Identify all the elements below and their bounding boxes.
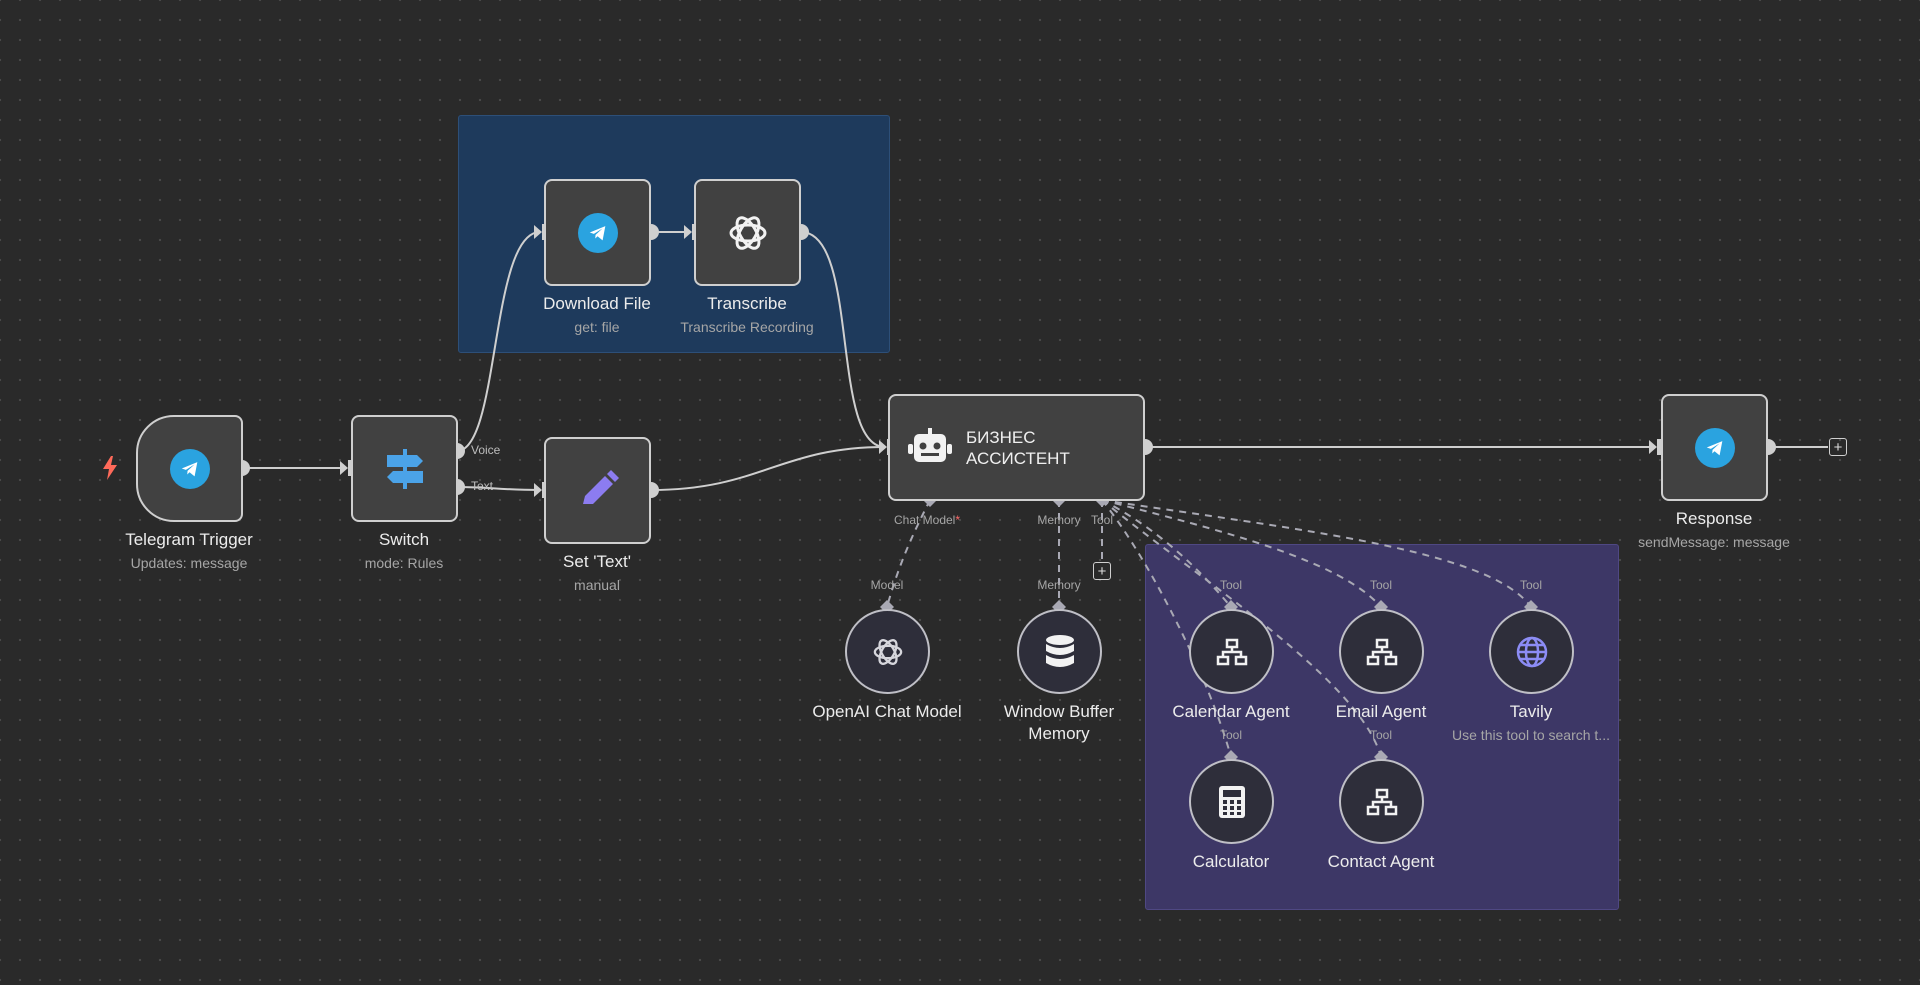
- node-title: Download File: [543, 294, 651, 313]
- wire-transcribe-agent: [800, 231, 886, 448]
- agent-port-memory: Memory: [1037, 513, 1081, 527]
- calculator-node[interactable]: [1189, 759, 1274, 844]
- node-subtitle: Use this tool to search t...: [1452, 727, 1610, 743]
- node-title: Calendar Agent: [1172, 702, 1290, 721]
- database-icon: [1045, 634, 1074, 667]
- node-subtitle: manual: [574, 577, 620, 593]
- port-label-tool: Tool: [1519, 578, 1543, 592]
- node-subtitle: Updates: message: [130, 555, 248, 571]
- calculator-icon: [1218, 785, 1245, 818]
- response-node[interactable]: [1661, 394, 1768, 501]
- calendar-agent-node[interactable]: [1189, 609, 1274, 694]
- wire-model: [886, 499, 931, 608]
- node-title-line2: Memory: [1028, 724, 1090, 743]
- node-title: Transcribe: [707, 294, 787, 313]
- wire-switch-download: [456, 231, 541, 452]
- openai-icon: [873, 638, 902, 665]
- port-label-model: Model: [870, 578, 904, 592]
- node-title: Telegram Trigger: [125, 530, 253, 549]
- node-title: Response: [1675, 509, 1753, 528]
- node-subtitle: Transcribe Recording: [680, 319, 814, 335]
- node-subtitle: mode: Rules: [364, 555, 444, 571]
- agent-port-chat-model: Chat Model*: [893, 513, 961, 527]
- openai-icon: [729, 215, 766, 250]
- node-subtitle: sendMessage: message: [1638, 534, 1790, 550]
- agent-title-line2: АССИСТЕНТ: [966, 448, 1070, 468]
- node-title-line1: Window Buffer: [1003, 702, 1115, 721]
- node-title: Window Buffer Memory: [1004, 701, 1114, 745]
- node-title: Calculator: [1192, 852, 1270, 871]
- signpost-icon: [386, 448, 423, 489]
- tavily-node[interactable]: [1489, 609, 1574, 694]
- set-text-node[interactable]: [544, 437, 651, 544]
- node-title: Switch: [378, 530, 430, 549]
- telegram-icon: [577, 212, 618, 253]
- telegram-trigger-node[interactable]: [136, 415, 243, 522]
- port-label-memory: Memory: [1037, 578, 1081, 592]
- wire-switch-set: [456, 486, 541, 491]
- transcribe-node[interactable]: [694, 179, 801, 286]
- sitemap-icon: [1366, 638, 1397, 665]
- port-label-tool: Tool: [1369, 578, 1393, 592]
- wire-tool-email: [1101, 499, 1382, 608]
- node-title: Tavily: [1509, 702, 1553, 721]
- node-subtitle: get: file: [574, 319, 620, 335]
- contact-agent-node[interactable]: [1339, 759, 1424, 844]
- node-title: Set 'Text': [563, 552, 631, 571]
- trigger-bolt-icon: [103, 456, 117, 480]
- sticky-note-voice[interactable]: [458, 115, 890, 353]
- wire-tool-tavily: [1101, 499, 1532, 608]
- port-label-tool: Tool: [1219, 578, 1243, 592]
- add-tool-button[interactable]: +: [1093, 562, 1111, 580]
- globe-icon: [1516, 636, 1547, 667]
- switch-node[interactable]: [351, 415, 458, 522]
- window-buffer-memory-node[interactable]: [1017, 609, 1102, 694]
- robot-icon: [908, 427, 952, 462]
- port-label-tool: Tool: [1219, 728, 1243, 742]
- business-assistant-agent-node[interactable]: БИЗНЕС АССИСТЕНТ: [888, 394, 1145, 501]
- wire-tool-calculator: [1101, 499, 1232, 758]
- switch-output-text: Text: [471, 479, 494, 493]
- switch-output-voice: Voice: [471, 443, 501, 457]
- email-agent-node[interactable]: [1339, 609, 1424, 694]
- telegram-icon: [169, 448, 210, 489]
- node-title: OpenAI Chat Model: [812, 702, 962, 721]
- wire-tool-contact: [1101, 499, 1382, 758]
- add-node-button[interactable]: +: [1829, 438, 1847, 456]
- agent-title: БИЗНЕС АССИСТЕНТ: [966, 427, 1070, 469]
- pencil-icon: [582, 469, 619, 504]
- agent-port-tool: Tool: [1090, 513, 1114, 527]
- sitemap-icon: [1216, 638, 1247, 665]
- port-label-tool: Tool: [1369, 728, 1393, 742]
- agent-title-line1: БИЗНЕС: [966, 427, 1036, 447]
- wire-set-agent: [650, 446, 886, 491]
- node-title: Email Agent: [1335, 702, 1427, 721]
- sitemap-icon: [1366, 788, 1397, 815]
- node-title: Contact Agent: [1327, 852, 1435, 871]
- openai-chat-model-node[interactable]: [845, 609, 930, 694]
- download-file-node[interactable]: [544, 179, 651, 286]
- telegram-icon: [1694, 427, 1735, 468]
